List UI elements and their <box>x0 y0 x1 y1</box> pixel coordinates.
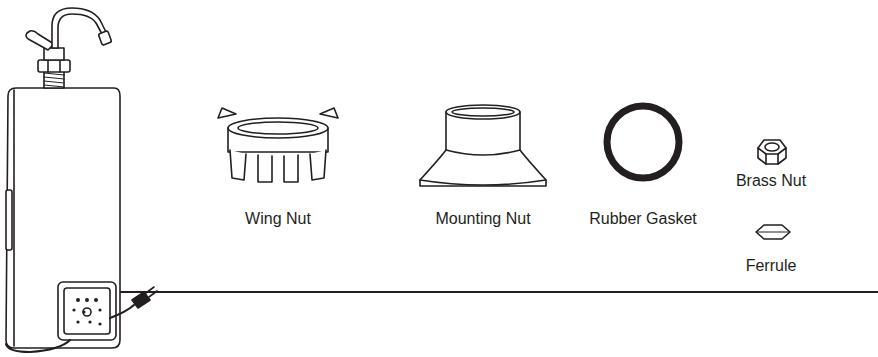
mounting-nut-drawing <box>420 105 546 186</box>
part-label: Ferrule <box>744 257 799 275</box>
brass-nut-drawing <box>758 140 786 164</box>
dispenser-unit <box>6 8 157 352</box>
wing-nut-drawing <box>218 108 338 182</box>
rubber-gasket-drawing <box>607 106 679 178</box>
part-label: Mounting Nut <box>433 210 532 228</box>
part-label: Brass Nut <box>734 172 808 190</box>
part-label: Rubber Gasket <box>587 210 699 228</box>
part-label: Wing Nut <box>243 210 313 228</box>
ferrule-drawing <box>756 225 790 239</box>
base-line <box>118 291 878 293</box>
